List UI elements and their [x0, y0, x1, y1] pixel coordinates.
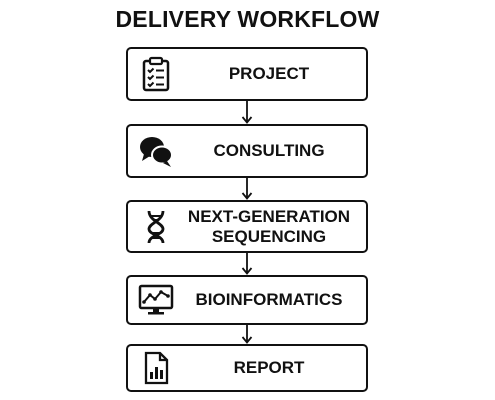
monitor-chart-icon: [138, 282, 174, 318]
step-label-next-generation-sequencing: NEXT-GENERATION SEQUENCING: [187, 206, 351, 246]
arrow-down-2: [241, 178, 253, 200]
arrow-down-3: [241, 253, 253, 275]
dna-icon: [138, 209, 174, 245]
diagram-title: DELIVERY WORKFLOW: [115, 6, 380, 32]
step-consulting: CONSULTING: [126, 124, 368, 178]
arrow-down-1: [241, 101, 253, 124]
step-label-report: REPORT: [233, 358, 305, 377]
report-document-icon: [138, 350, 174, 386]
step-report: REPORT: [126, 344, 368, 392]
arrow-down-4: [241, 325, 253, 344]
step-label-consulting: CONSULTING: [213, 141, 325, 160]
step-next-generation-sequencing: NEXT-GENERATION SEQUENCING: [126, 200, 368, 253]
step-project: PROJECT: [126, 47, 368, 101]
step-label-bioinformatics: BIOINFORMATICS: [195, 290, 343, 309]
clipboard-checklist-icon: [138, 56, 174, 92]
step-label-project: PROJECT: [228, 64, 310, 83]
chat-bubbles-icon: [138, 133, 174, 169]
step-bioinformatics: BIOINFORMATICS: [126, 275, 368, 325]
